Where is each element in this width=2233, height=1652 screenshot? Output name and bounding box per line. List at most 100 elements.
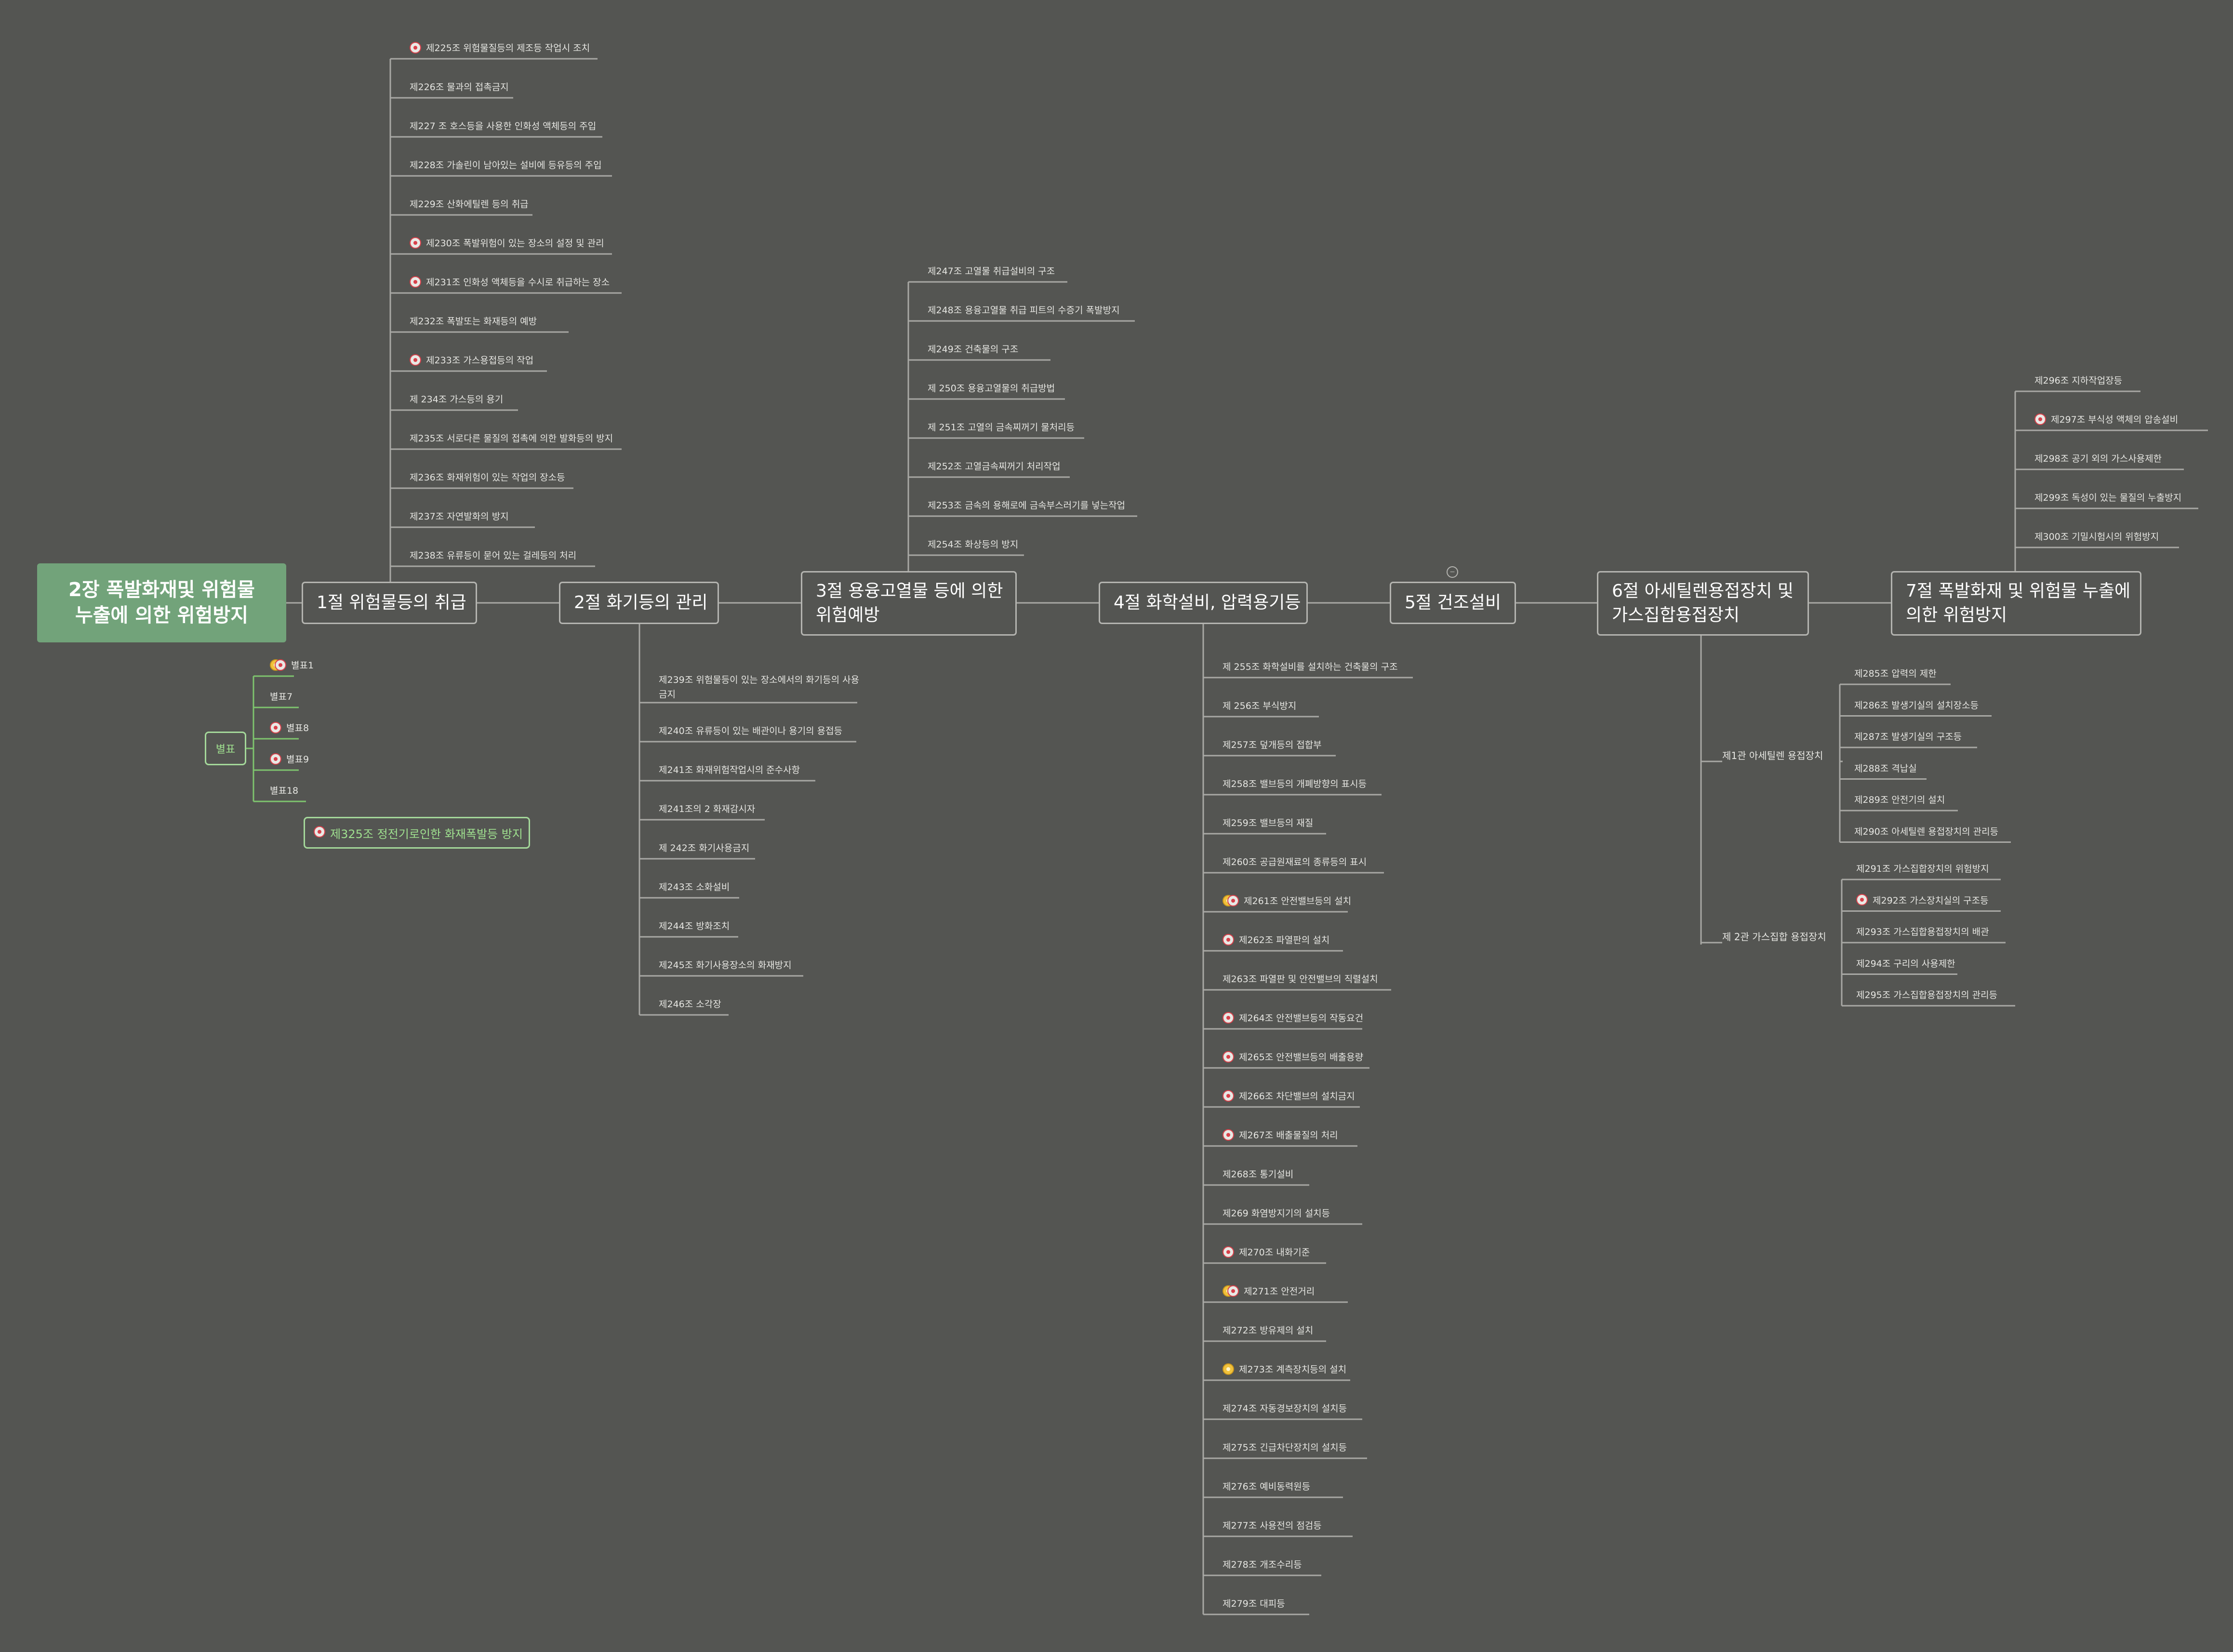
subsection-acetylene[interactable]: 제1관 아세틸렌 용접장치 [1722,750,1823,761]
section-4-item[interactable]: 제271조 안전거리 [1223,1285,1315,1297]
section-2-item[interactable]: 제 242조 화기사용금지 [659,843,750,853]
section-4-item[interactable]: 제269 화염방지기의 설치등 [1223,1208,1330,1219]
section-4-item[interactable]: 제276조 예비동력원등 [1223,1481,1311,1492]
section-4-item[interactable]: 제257조 덮개등의 접합부 [1223,740,1322,750]
section-3-item[interactable]: 제254조 화상등의 방지 [928,539,1019,550]
byulpyo-item[interactable]: 별표9 [270,753,309,766]
section-4-item[interactable]: 제262조 파열판의 설치 [1223,933,1329,946]
section-3-item[interactable]: 제 250조 용융고열물의 취급방법 [928,383,1055,394]
section-4-item[interactable]: 제272조 방유제의 설치 [1223,1325,1314,1336]
section-4-item[interactable]: 제273조 계측장치등의 설치 [1223,1363,1346,1375]
section-4-item[interactable]: 제261조 안전밸브등의 설치 [1223,894,1351,907]
section-1-item[interactable]: 제235조 서로다른 물질의 접촉에 의한 발화등의 방지 [410,433,613,444]
byulpyo-item[interactable]: 별표8 [270,721,309,734]
section-4-item[interactable]: 제264조 안전밸브등의 작동요건 [1223,1012,1363,1024]
section-2-item[interactable]: 제241조 화재위험작업시의 준수사항 [659,765,800,775]
section-1-item[interactable]: 제232조 폭발또는 화재등의 예방 [410,316,537,327]
section-2-item[interactable]: 제241조의 2 화재감시자 [659,804,756,814]
section-2-item[interactable]: 제240조 유류등이 있는 배관이나 용기의 용접등 [659,726,843,736]
acetylene-item[interactable]: 제285조 압력의 제한 [1854,668,1937,679]
acetylene-item[interactable]: 제286조 발생기실의 설치장소등 [1854,700,1979,711]
gas-manifold-item[interactable]: 제291조 가스집합장치의 위험방지 [1856,864,1989,874]
section-7-item[interactable]: 제296조 지하작업장등 [2034,375,2123,386]
priority-marker-icon [1223,1129,1234,1141]
section-1[interactable]: 1절 위험물등의 취급 [302,582,477,624]
section-4-item[interactable]: 제 255조 화학설비를 설치하는 건축물의 구조 [1223,662,1398,672]
section-4-item[interactable]: 제260조 공급원재료의 종류등의 표시 [1223,857,1367,867]
section-1-item[interactable]: 제 234조 가스등의 용기 [410,394,504,405]
floating-topic[interactable]: 제325조 정전기로인한 화재폭발등 방지 [304,817,530,849]
section-1-item[interactable]: 제237조 자연발화의 방지 [410,511,509,522]
section-3-item[interactable]: 제248조 용융고열물 취급 피트의 수증기 폭발방지 [928,305,1120,316]
acetylene-item[interactable]: 제289조 안전기의 설치 [1854,795,1945,805]
byulpyo-item[interactable]: 별표18 [270,786,299,796]
section-7-item[interactable]: 제298조 공기 외의 가스사용제한 [2034,453,2162,464]
section-4-item[interactable]: 제263조 파열판 및 안전밸브의 직렬설치 [1223,974,1378,985]
section-1-item[interactable]: 제231조 인화성 액체등을 수시로 취급하는 장소 [410,276,610,288]
section-7-item[interactable]: 제300조 기밀시험시의 위험방지 [2034,532,2159,542]
section-2-item[interactable]: 제246조 소각장 [659,999,721,1010]
section-4-item[interactable]: 제258조 밸브등의 개폐방향의 표시등 [1223,779,1367,789]
priority-marker-icon [410,354,421,366]
section-3-item[interactable]: 제253조 금속의 용해로에 금속부스러기를 넣는작업 [928,500,1126,511]
section-4-item[interactable]: 제266조 차단밸브의 설치금지 [1223,1090,1355,1102]
section-4-item[interactable]: 제267조 배출물질의 처리 [1223,1129,1338,1141]
section-1-item[interactable]: 제233조 가스용접등의 작업 [410,354,533,366]
section-7-item[interactable]: 제299조 독성이 있는 물질의 누출방지 [2034,493,2182,503]
section-7-item[interactable]: 제297조 부식성 액체의 압송설비 [2034,413,2178,426]
section-3-item[interactable]: 제 251조 고열의 금속찌꺼기 물처리등 [928,422,1075,433]
section-1-item[interactable]: 제226조 물과의 접촉금지 [410,82,509,93]
section-4-item[interactable]: 제 256조 부식방지 [1223,701,1297,711]
section-2-item[interactable]: 제245조 화기사용장소의 화재방지 [659,960,792,971]
subsection-gas-manifold[interactable]: 제 2관 가스집합 용접장치 [1722,931,1826,943]
section-2-item[interactable]: 제243조 소화설비 [659,882,730,893]
section-1-item[interactable]: 제225조 위험물질등의 제조등 작업시 조치 [410,41,590,54]
section-1-item[interactable]: 제238조 유류등이 묻어 있는 걸레등의 처리 [410,550,577,561]
byulpyo-item[interactable]: 별표1 [270,659,314,672]
section-4-item[interactable]: 제278조 개조수리등 [1223,1559,1302,1570]
acetylene-item[interactable]: 제290조 아세틸렌 용접장치의 관리등 [1854,826,1999,837]
gas-manifold-item[interactable]: 제295조 가스집합용접장치의 관리등 [1856,990,1998,1000]
byulpyo-item[interactable]: 별표7 [270,692,293,702]
acetylene-item[interactable]: 제287조 발생기실의 구조등 [1854,732,1962,742]
section-4-item[interactable]: 제270조 내화기준 [1223,1246,1310,1258]
section-2-item[interactable]: 제244조 방화조치 [659,921,730,932]
section-3-item[interactable]: 제247조 고열물 취급설비의 구조 [928,266,1055,277]
priority-marker-icon [410,237,421,249]
priority-marker-icon [1227,894,1239,906]
gas-manifold-item[interactable]: 제294조 구리의 사용제한 [1856,958,1955,969]
section-5[interactable]: 5절 건조설비 [1390,582,1516,624]
acetylene-item[interactable]: 제288조 격납실 [1854,763,1917,774]
section-1-item[interactable]: 제227 조 호스등을 사용한 인화성 액체등의 주입 [410,121,597,132]
gas-manifold-item[interactable]: 제292조 가스장치실의 구조등 [1856,894,1989,906]
section-4-item[interactable]: 제277조 사용전의 점검등 [1223,1520,1322,1531]
section-4-item[interactable]: 제275조 긴급차단장치의 설치등 [1223,1442,1347,1453]
section-3-item[interactable]: 제252조 고열금속찌꺼기 처리작업 [928,461,1061,472]
section-1-item[interactable]: 제229조 산화에틸렌 등의 취급 [410,199,529,210]
section-1-item[interactable]: 제236조 화재위험이 있는 작업의 장소등 [410,472,565,483]
section-4-item[interactable]: 제274조 자동경보장치의 설치등 [1223,1403,1347,1414]
section-1-item[interactable]: 제230조 폭발위험이 있는 장소의 설정 및 관리 [410,237,604,249]
priority-marker-icon [2034,413,2046,425]
section-2-item[interactable]: 제239조 위험물등이 있는 장소에서의 화기등의 사용금지 [659,675,860,700]
section-4-item[interactable]: 제259조 밸브등의 재질 [1223,818,1314,828]
section-2[interactable]: 2절 화기등의 관리 [559,582,719,624]
section-4-item[interactable]: 제279조 대피등 [1223,1599,1285,1609]
section-4-item[interactable]: 제268조 통기설비 [1223,1169,1294,1180]
flag-marker-icon [1223,1363,1234,1375]
priority-marker-icon [1856,894,1868,906]
byulpyo-node[interactable]: 별표 [205,732,246,765]
collapse-toggle-icon[interactable]: − [1447,566,1458,578]
section-3-item[interactable]: 제249조 건축물의 구조 [928,344,1019,355]
section-4-item[interactable]: 제265조 안전밸브등의 배출용량 [1223,1051,1363,1063]
priority-marker-icon [1223,1051,1234,1063]
gas-manifold-item[interactable]: 제293조 가스집합용접장치의 배관 [1856,927,1989,937]
section-1-item[interactable]: 제228조 가솔린이 남아있는 설비에 등유등의 주입 [410,160,602,171]
priority-marker-icon [410,276,421,288]
section-4[interactable]: 4절 화학설비, 압력용기등 [1099,582,1308,624]
